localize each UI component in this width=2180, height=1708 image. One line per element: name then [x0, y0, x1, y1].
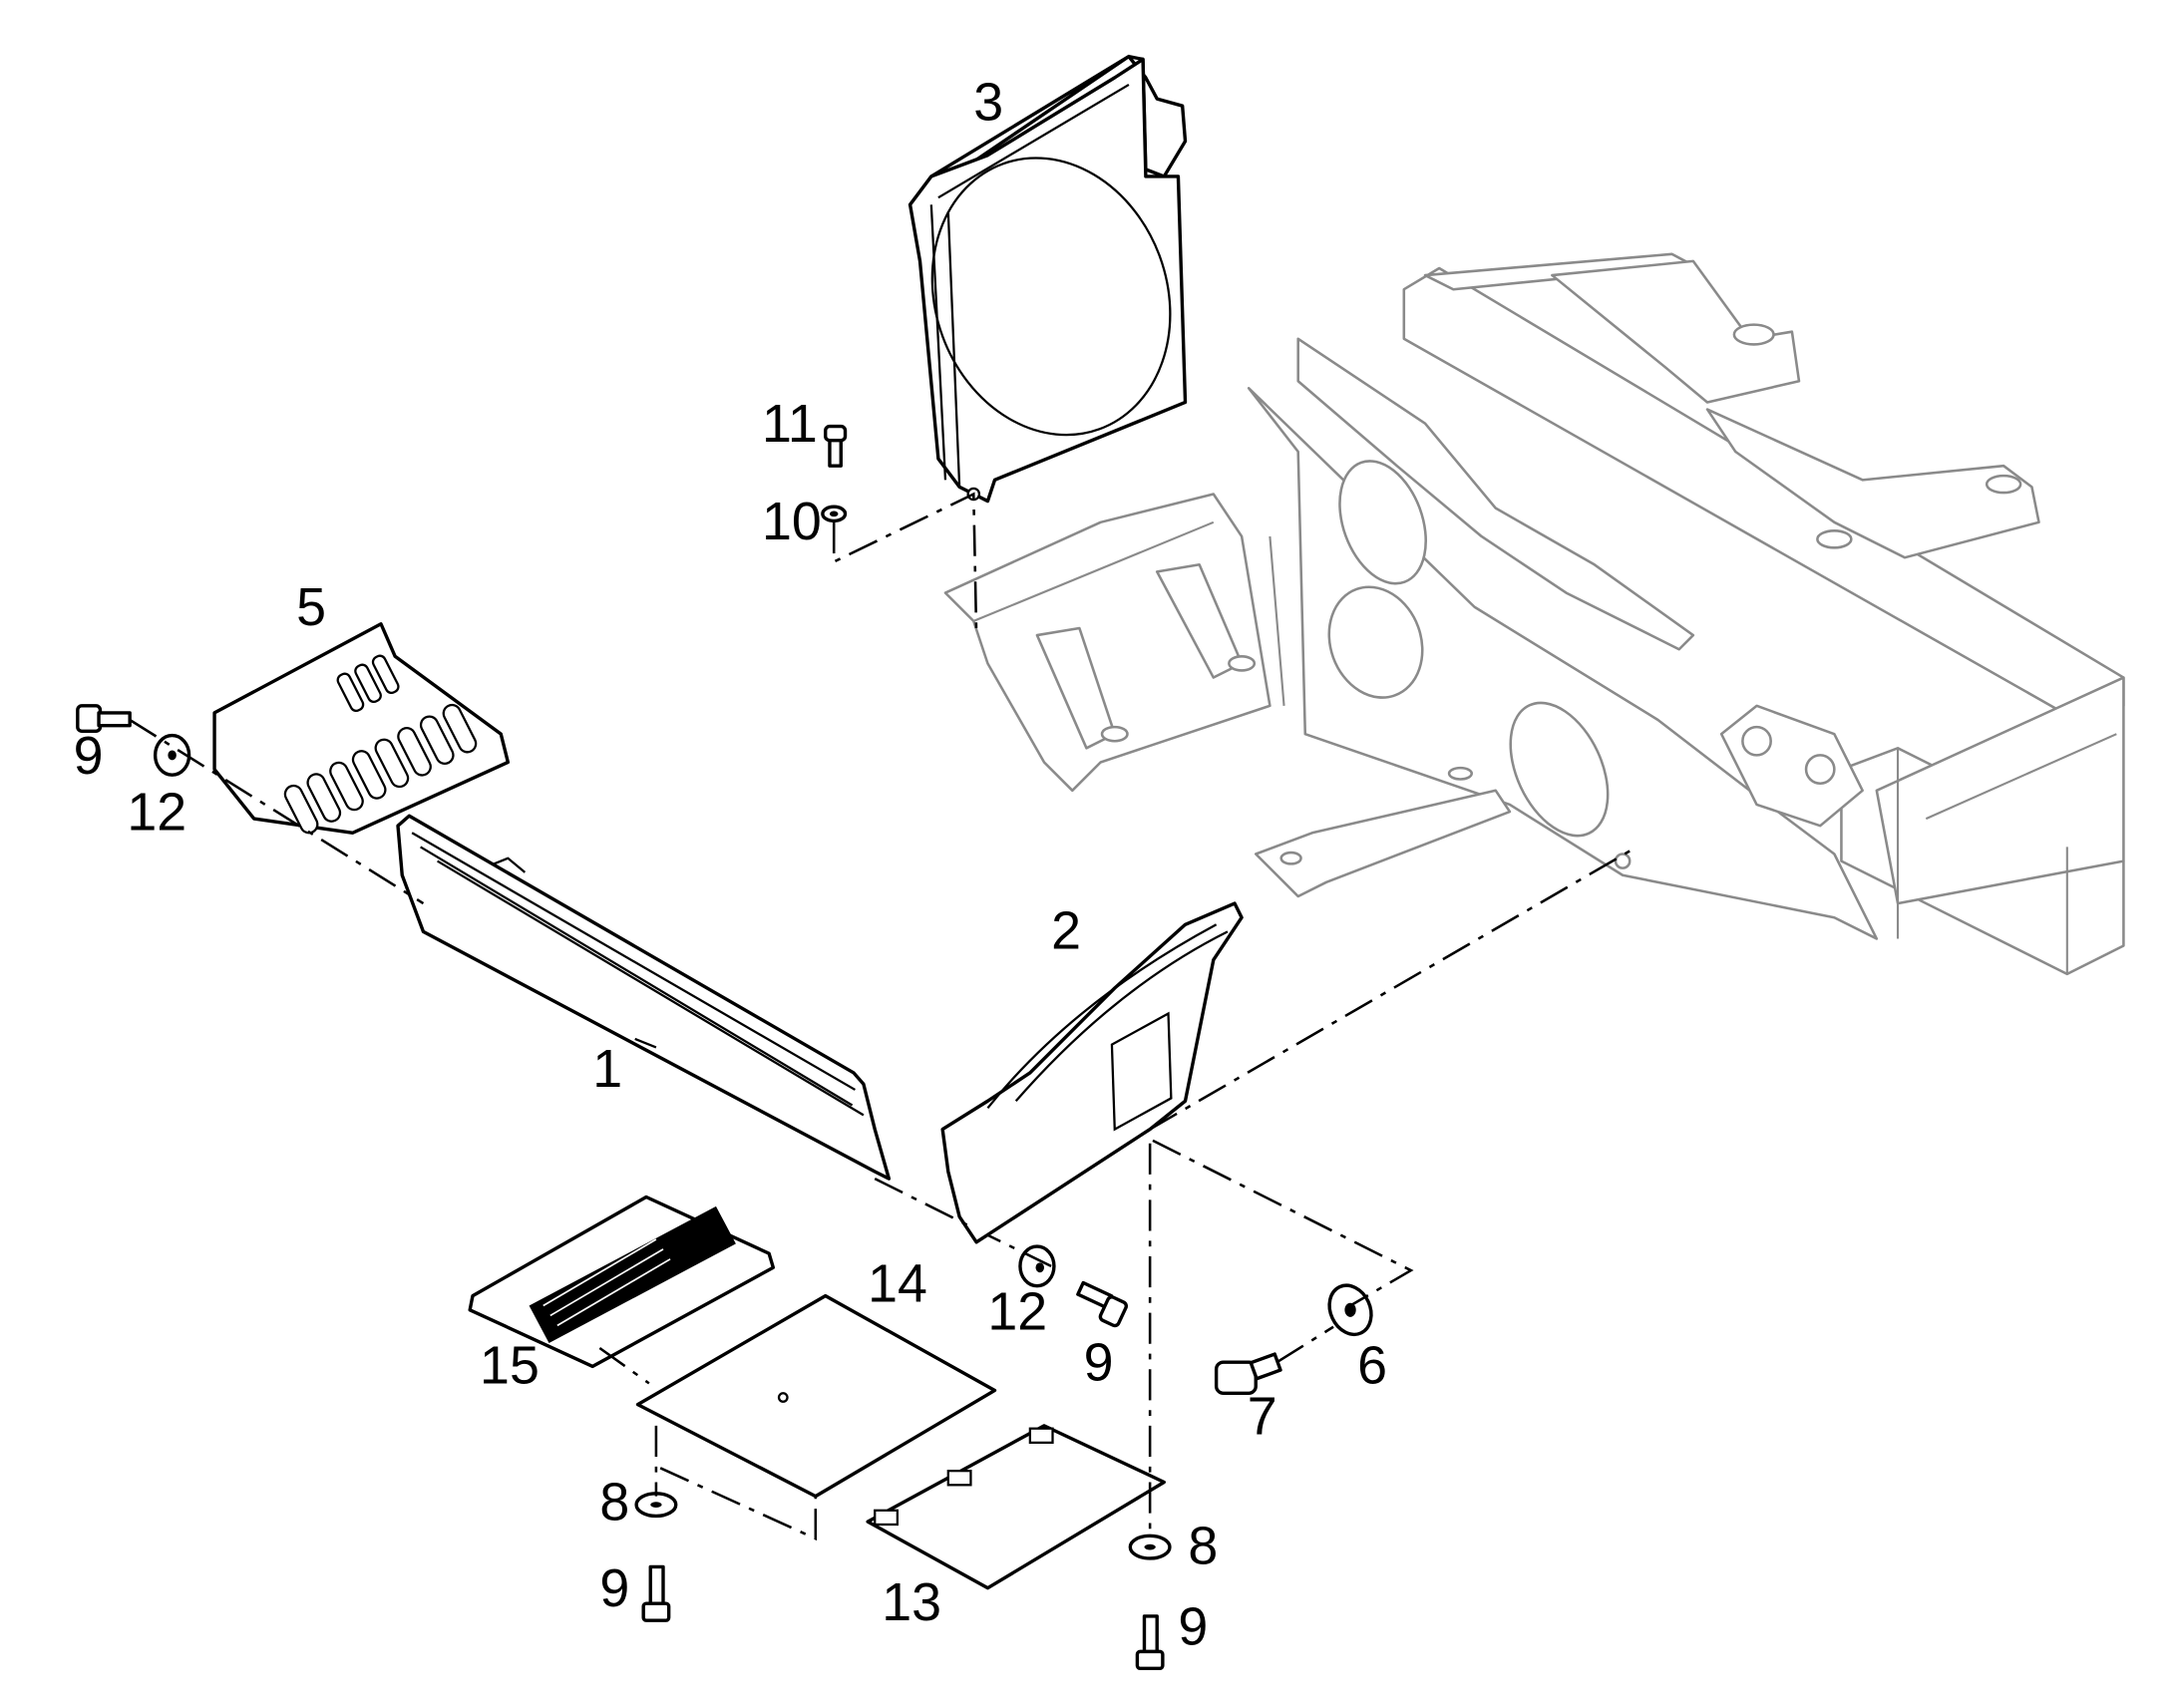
flat-cover-plate [635, 1293, 997, 1499]
leader-lines [129, 492, 1637, 1541]
chassis-frame [943, 252, 2125, 976]
long-side-panel [396, 814, 892, 1181]
callout-7: 7 [1248, 1386, 1277, 1446]
callout-9-upper-left: 9 [74, 726, 104, 786]
callout-9-bottom-right: 9 [1178, 1596, 1208, 1656]
callout-8-right: 8 [1188, 1517, 1218, 1576]
callout-6: 6 [1357, 1335, 1387, 1395]
callout-9-middle: 9 [1084, 1333, 1114, 1393]
callout-11: 11 [762, 394, 818, 454]
upper-grille-plate [212, 622, 511, 835]
callout-3: 3 [973, 72, 1003, 132]
callout-13: 13 [882, 1572, 941, 1632]
callout-5: 5 [296, 577, 326, 637]
callout-12-upper: 12 [127, 782, 186, 842]
callout-9-bottom-left: 9 [599, 1558, 629, 1618]
callout-15: 15 [480, 1335, 540, 1395]
callout-2: 2 [1051, 900, 1081, 960]
bottom-plate [866, 1424, 1166, 1590]
callout-14: 14 [868, 1253, 927, 1313]
callout-labels: 1 2 3 5 6 7 8 8 9 9 9 9 10 11 12 12 13 1… [74, 72, 1387, 1656]
callout-1: 1 [592, 1039, 622, 1099]
callout-10: 10 [762, 492, 822, 551]
lower-grille-plate [468, 1195, 776, 1369]
fan-shroud [908, 54, 1188, 504]
curved-side-panel [940, 901, 1244, 1244]
hardware [76, 424, 1373, 1671]
callout-8-left: 8 [599, 1473, 629, 1533]
callout-12-lower: 12 [987, 1282, 1047, 1342]
